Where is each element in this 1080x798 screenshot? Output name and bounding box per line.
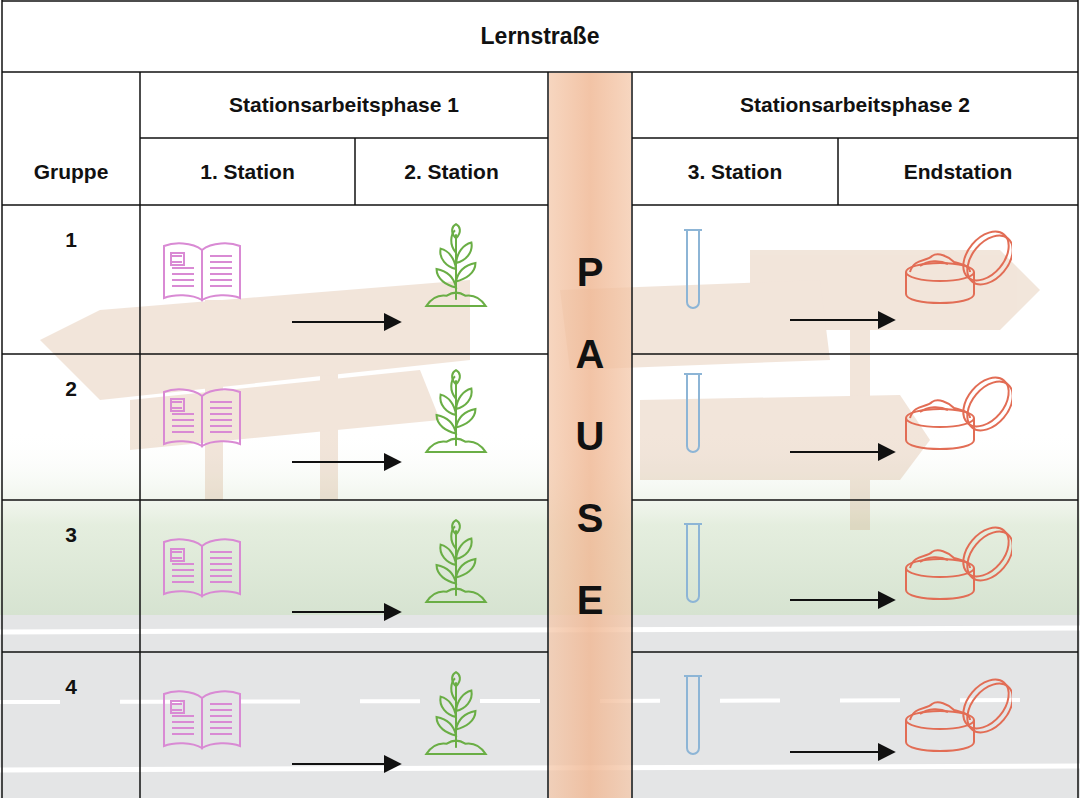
plant-icon: [426, 672, 485, 754]
title: Lernstraße: [481, 23, 600, 50]
arrow: [292, 321, 400, 323]
grass-band: [0, 430, 1080, 620]
group-number: 4: [65, 675, 77, 699]
road: [0, 615, 1080, 798]
column-header: Stationsarbeitsphase 2: [740, 93, 970, 117]
group-number: 3: [65, 523, 77, 547]
plant-icon: [426, 520, 485, 602]
plant-icon: [426, 224, 485, 306]
arrow: [790, 751, 894, 753]
signpost: [40, 280, 470, 500]
column-header: 2. Station: [404, 160, 499, 184]
table-cell: Stationsarbeitsphase 1: [140, 72, 548, 138]
cream-jar-icon: [906, 671, 1022, 751]
table-cell: 3. Station: [632, 138, 838, 205]
book-icon: [164, 691, 240, 748]
arrow: [292, 611, 400, 613]
table-cell: 1: [2, 215, 140, 265]
road-dash: [0, 700, 1080, 702]
pause-label: PAUSE: [570, 231, 610, 641]
table-cell: 2: [2, 364, 140, 414]
table-cell: 4: [2, 662, 140, 712]
cream-jar-icon: [906, 223, 1022, 303]
table-cell: 3: [2, 510, 140, 560]
column-header: 1. Station: [200, 160, 295, 184]
table-cell: Gruppe: [2, 138, 140, 205]
arrow: [790, 451, 894, 453]
column-header: 3. Station: [688, 160, 783, 184]
group-number: 2: [65, 377, 77, 401]
test-tube-icon: [684, 524, 702, 602]
column-header: Stationsarbeitsphase 1: [229, 93, 459, 117]
table-cell: 2. Station: [355, 138, 548, 205]
road-line: [0, 628, 1080, 632]
cream-jar-icon: [906, 519, 1022, 599]
arrow: [790, 599, 894, 601]
table-cell: Endstation: [838, 138, 1078, 205]
road-line: [0, 766, 1080, 770]
title-cell: Lernstraße: [2, 1, 1078, 72]
column-header: Endstation: [904, 160, 1013, 184]
test-tube-icon: [684, 230, 702, 308]
test-tube-icon: [684, 374, 702, 452]
arrow: [292, 461, 400, 463]
arrow: [790, 319, 894, 321]
pause-band: PAUSE: [549, 73, 631, 798]
table-cell: 1. Station: [140, 138, 355, 205]
arrow: [292, 763, 400, 765]
book-icon: [164, 243, 240, 300]
book-icon: [164, 539, 240, 596]
cream-jar-icon: [906, 369, 1022, 449]
group-number: 1: [65, 228, 77, 252]
column-header: Gruppe: [34, 160, 109, 184]
table-cell: Stationsarbeitsphase 2: [632, 72, 1078, 138]
book-icon: [164, 389, 240, 446]
test-tube-icon: [684, 676, 702, 754]
plant-icon: [426, 370, 485, 452]
